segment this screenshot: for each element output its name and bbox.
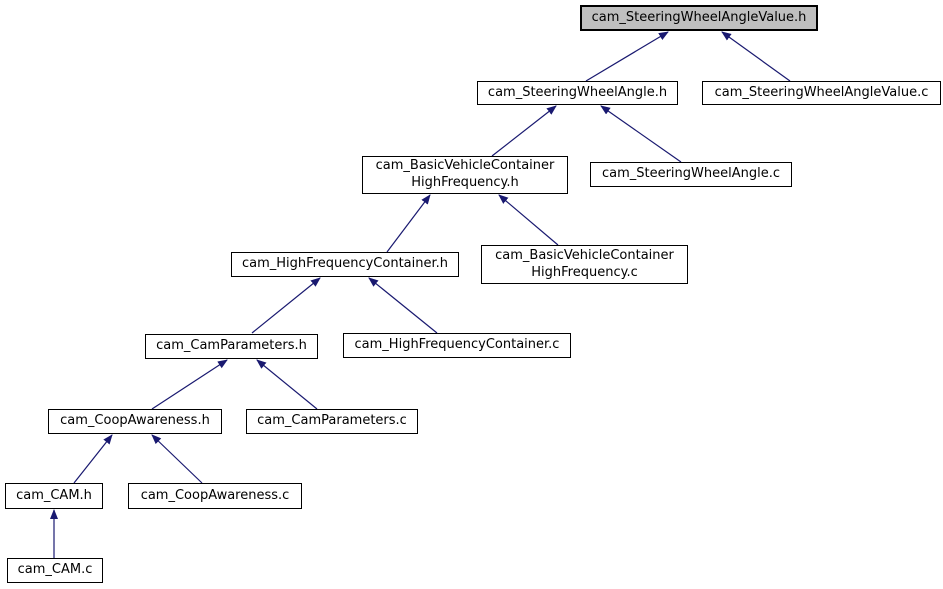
include-edge-cam_BasicVehicleContainerHighFrequency_c-to-cam_BasicVehicleContainerHighFrequency_h [498, 194, 559, 246]
graph-node-label: cam_BasicVehicleContainer HighFrequency.… [375, 158, 555, 190]
graph-node-label: cam_CoopAwareness.c [140, 487, 290, 503]
include-edge-cam_SteeringWheelAngle_h-to-cam_SteeringWheelAngleValue_h [585, 31, 669, 82]
graph-node-label: cam_CamParameters.c [257, 413, 407, 429]
include-edge-cam_HighFrequencyContainer_h-to-cam_BasicVehicleContainerHighFrequency_h [386, 194, 431, 253]
include-edge-cam_CamParameters_h-to-cam_HighFrequencyContainer_h [251, 277, 321, 334]
graph-node-label: cam_SteeringWheelAngleValue.c [714, 84, 929, 100]
graph-node-cam_CoopAwareness_c[interactable]: cam_CoopAwareness.c [128, 483, 302, 509]
graph-node-label: cam_BasicVehicleContainer HighFrequency.… [495, 247, 674, 280]
graph-node-cam_HighFrequencyContainer_h[interactable]: cam_HighFrequencyContainer.h [231, 252, 459, 277]
graph-node-label: cam_CAM.c [17, 562, 93, 578]
include-edge-cam_BasicVehicleContainerHighFrequency_h-to-cam_SteeringWheelAngle_h [491, 105, 557, 157]
graph-node-cam_BasicVehicleContainerHighFrequency_h[interactable]: cam_BasicVehicleContainer HighFrequency.… [362, 156, 568, 194]
graph-node-cam_CAM_c[interactable]: cam_CAM.c [7, 558, 103, 583]
include-edge-cam_CamParameters_c-to-cam_CamParameters_h [256, 359, 318, 410]
graph-node-cam_SteeringWheelAngleValue_h: cam_SteeringWheelAngleValue.h [580, 5, 818, 31]
include-edge-cam_CAM_h-to-cam_CoopAwareness_h [73, 434, 113, 484]
graph-node-label: cam_SteeringWheelAngle.c [601, 166, 781, 182]
graph-node-cam_CamParameters_h[interactable]: cam_CamParameters.h [145, 334, 318, 359]
graph-node-label: cam_SteeringWheelAngleValue.h [591, 9, 807, 25]
graph-node-cam_HighFrequencyContainer_c[interactable]: cam_HighFrequencyContainer.c [343, 333, 571, 358]
graph-node-cam_CoopAwareness_h[interactable]: cam_CoopAwareness.h [48, 409, 222, 434]
graph-node-cam_SteeringWheelAngle_c[interactable]: cam_SteeringWheelAngle.c [590, 162, 792, 187]
graph-node-cam_CamParameters_c[interactable]: cam_CamParameters.c [246, 409, 418, 434]
graph-node-cam_SteeringWheelAngle_h[interactable]: cam_SteeringWheelAngle.h [477, 81, 678, 105]
graph-node-label: cam_CAM.h [16, 487, 92, 503]
graph-node-cam_CAM_h[interactable]: cam_CAM.h [5, 483, 103, 509]
graph-node-cam_BasicVehicleContainerHighFrequency_c[interactable]: cam_BasicVehicleContainer HighFrequency.… [481, 245, 688, 284]
graph-node-label: cam_CamParameters.h [156, 338, 307, 354]
include-edge-cam_CoopAwareness_h-to-cam_CamParameters_h [151, 359, 228, 410]
graph-node-label: cam_SteeringWheelAngle.h [487, 84, 668, 100]
include-edge-cam_HighFrequencyContainer_c-to-cam_HighFrequencyContainer_h [368, 277, 438, 334]
include-edge-cam_SteeringWheelAngle_c-to-cam_SteeringWheelAngle_h [600, 105, 682, 163]
include-edge-cam_CoopAwareness_c-to-cam_CoopAwareness_h [151, 434, 203, 484]
graph-node-label: cam_CoopAwareness.h [60, 413, 210, 429]
include-edge-cam_SteeringWheelAngleValue_c-to-cam_SteeringWheelAngleValue_h [721, 31, 791, 82]
graph-node-cam_SteeringWheelAngleValue_c[interactable]: cam_SteeringWheelAngleValue.c [702, 81, 941, 105]
graph-node-label: cam_HighFrequencyContainer.c [354, 337, 560, 353]
graph-node-label: cam_HighFrequencyContainer.h [241, 256, 449, 272]
